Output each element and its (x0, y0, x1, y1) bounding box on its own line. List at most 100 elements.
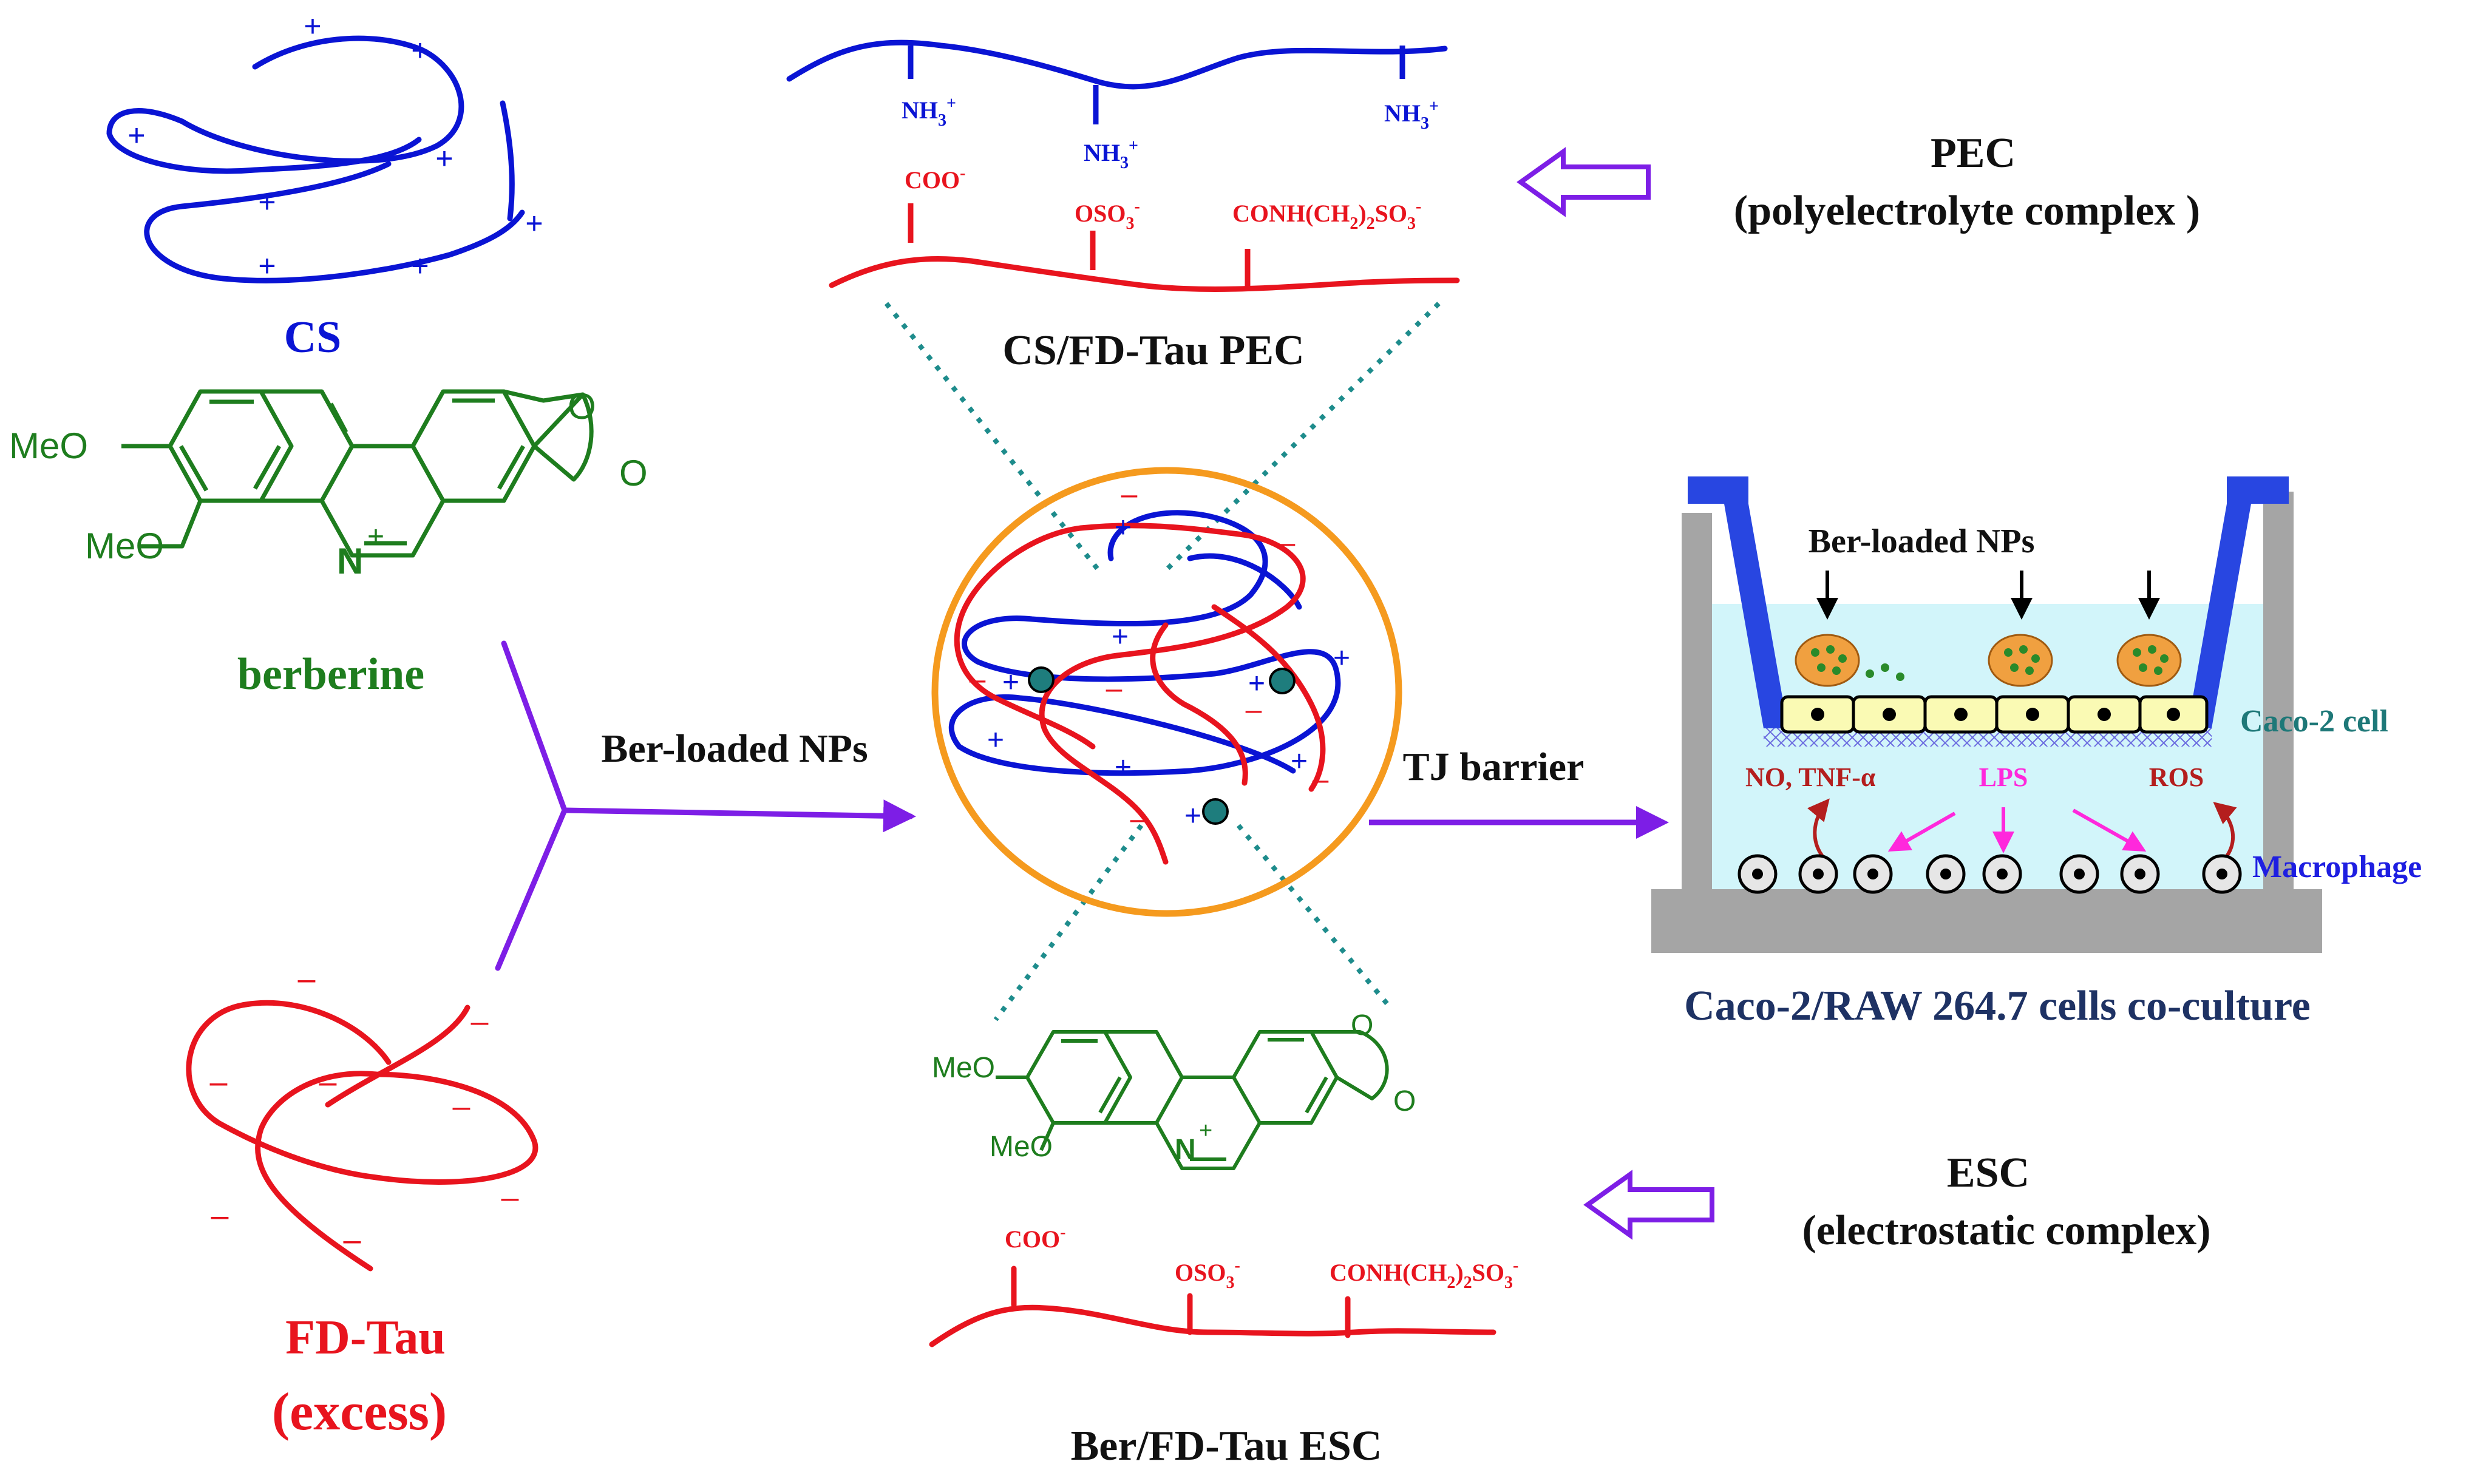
np-payload-dots (1811, 645, 2169, 681)
np-plus: + (1333, 642, 1350, 674)
fdtau-charge: – (471, 1004, 489, 1039)
fdtau-charge: – (319, 1065, 337, 1100)
berberine-dot (1028, 666, 1055, 693)
fdtau-excess-label: (excess) (272, 1383, 447, 1442)
fdtau-charges: – – – – – – – – (210, 961, 519, 1258)
np-fdtau-chain (1150, 622, 1248, 786)
fdtau-charge: – (501, 1180, 519, 1215)
fdtau-chain (829, 256, 1460, 292)
esc-taurine-label: CONH(CH2)2SO3- (1330, 1256, 1518, 1292)
berberine-label: berberine (237, 649, 424, 699)
caco2-label: Caco-2 cell (2240, 704, 2388, 739)
np-arrow-label: Ber-loaded NPs (601, 727, 868, 771)
berberine-o-1: O (568, 386, 596, 427)
pec-sublabel: (polyelectrolyte complex ) (1734, 188, 2200, 234)
np-minus: – (1313, 764, 1329, 796)
esc-berberine-o-1: O (1351, 1009, 1373, 1042)
berberine-dots (1028, 666, 1296, 825)
carboxyl-label: COO- (905, 164, 965, 194)
esc-berberine-meo-2: MeO (990, 1131, 1053, 1163)
np-minus: – (1246, 694, 1262, 726)
esc-title: Ber/FD-Tau ESC (1071, 1423, 1382, 1469)
np-drop-arrows (1816, 571, 2160, 620)
sulfate-label: OSO3- (1075, 197, 1140, 233)
fdtau-label: FD-Tau (285, 1311, 446, 1364)
fdtau-polymer (186, 1000, 538, 1272)
fdtau-charge: – (453, 1089, 470, 1124)
cs-charges: + + + + + + + + (127, 9, 543, 283)
np-charges: + + + + + + + + + – – – – – – – (970, 478, 1350, 835)
berberine-dot (1202, 798, 1229, 825)
cs-charge: + (304, 9, 321, 43)
np-minus: – (1121, 478, 1138, 510)
berberine-meo-2: MeO (85, 526, 164, 566)
coculture-np-label: Ber-loaded NPs (1809, 523, 2035, 560)
berberine-atoms: MeO MeO O O N + (9, 386, 648, 581)
berberine-dot (1269, 668, 1296, 694)
berberine-meo-1: MeO (9, 425, 88, 466)
cs-charge: + (411, 249, 429, 283)
cs-polymer (106, 35, 525, 283)
np-plus: + (987, 724, 1004, 756)
caco2-monolayer (1780, 695, 2209, 734)
macrophage-label: Macrophage (2252, 850, 2422, 884)
esc-berberine-atoms: MeO MeO O O N + (932, 1009, 1416, 1166)
np-plus: + (1115, 512, 1132, 544)
pec-label: PEC (1931, 130, 2016, 177)
cs-charge: + (525, 206, 543, 240)
np-plus: + (1248, 668, 1265, 700)
esc-group-labels: COO- OSO3- CONH(CH2)2SO3- (1005, 1223, 1518, 1292)
lps-arrows (1887, 807, 2147, 853)
esc-sulfate-label: OSO3- (1175, 1256, 1240, 1292)
coculture-title: Caco-2/RAW 264.7 cells co-culture (1684, 983, 2311, 1029)
np-fdtau-chain (954, 604, 1096, 750)
fdtau-charge: – (344, 1222, 361, 1258)
np-minus: – (1106, 673, 1123, 705)
np-minus: – (970, 663, 986, 696)
esc-carboxyl-label: COO- (1005, 1223, 1065, 1253)
esc-chain (929, 1265, 1496, 1347)
esc-berberine-structure (996, 1030, 1389, 1170)
macrophages (1737, 854, 2242, 894)
np-plus: + (1112, 621, 1129, 653)
esc-berberine-o-2: O (1393, 1085, 1416, 1117)
esc-berberine-n: N (1175, 1134, 1196, 1166)
np-fdtau-chain (1211, 604, 1326, 792)
berberine-structure (121, 389, 594, 558)
amine-label: NH3+ (1084, 137, 1138, 172)
np-plus: + (1002, 666, 1019, 699)
np-cs-chain (948, 510, 1341, 776)
np-plus: + (1184, 800, 1201, 832)
esc-berberine-meo-1: MeO (932, 1052, 995, 1084)
pec-title: CS/FD-Tau PEC (1002, 327, 1304, 374)
amine-label: NH3+ (1384, 97, 1439, 133)
coculture-nps (1795, 634, 2182, 687)
fdtau-charge: – (298, 961, 316, 997)
cs-charge: + (258, 249, 276, 283)
tj-arrow-label: TJ barrier (1403, 745, 1585, 789)
nanoparticle-ring (931, 467, 1402, 917)
esc-hollow-arrow (1583, 1170, 1714, 1240)
cs-charge: + (411, 33, 429, 67)
fdtau-charge: – (210, 1065, 228, 1100)
lps-label: LPS (1979, 762, 2028, 792)
ros-label: ROS (2149, 762, 2204, 792)
caco2-nuclei (1811, 708, 2180, 721)
zoom-lines (884, 302, 1441, 1022)
cs-label: CS (284, 313, 342, 362)
berberine-n: N (337, 541, 363, 581)
np-minus: – (1130, 803, 1147, 835)
esc-sublabel: (electrostatic complex) (1802, 1207, 2210, 1254)
mediator-label: NO, TNF-α (1745, 762, 1876, 792)
berberine-n-charge: + (367, 521, 384, 553)
cs-chain (786, 39, 1448, 90)
esc-label: ESC (1947, 1150, 2030, 1196)
taurine-label: CONH(CH2)2SO3- (1232, 197, 1421, 233)
cs-charge: + (127, 118, 145, 152)
amine-label: NH3+ (902, 94, 956, 130)
esc-berberine-n-charge: + (1199, 1118, 1212, 1143)
np-particle (2116, 634, 2182, 687)
pec-group-labels: NH3+ NH3+ NH3+ COO- OSO3- CONH(CH2)2SO3- (902, 94, 1439, 233)
np-minus: – (1279, 527, 1296, 559)
fdtau-charge: – (211, 1198, 229, 1233)
